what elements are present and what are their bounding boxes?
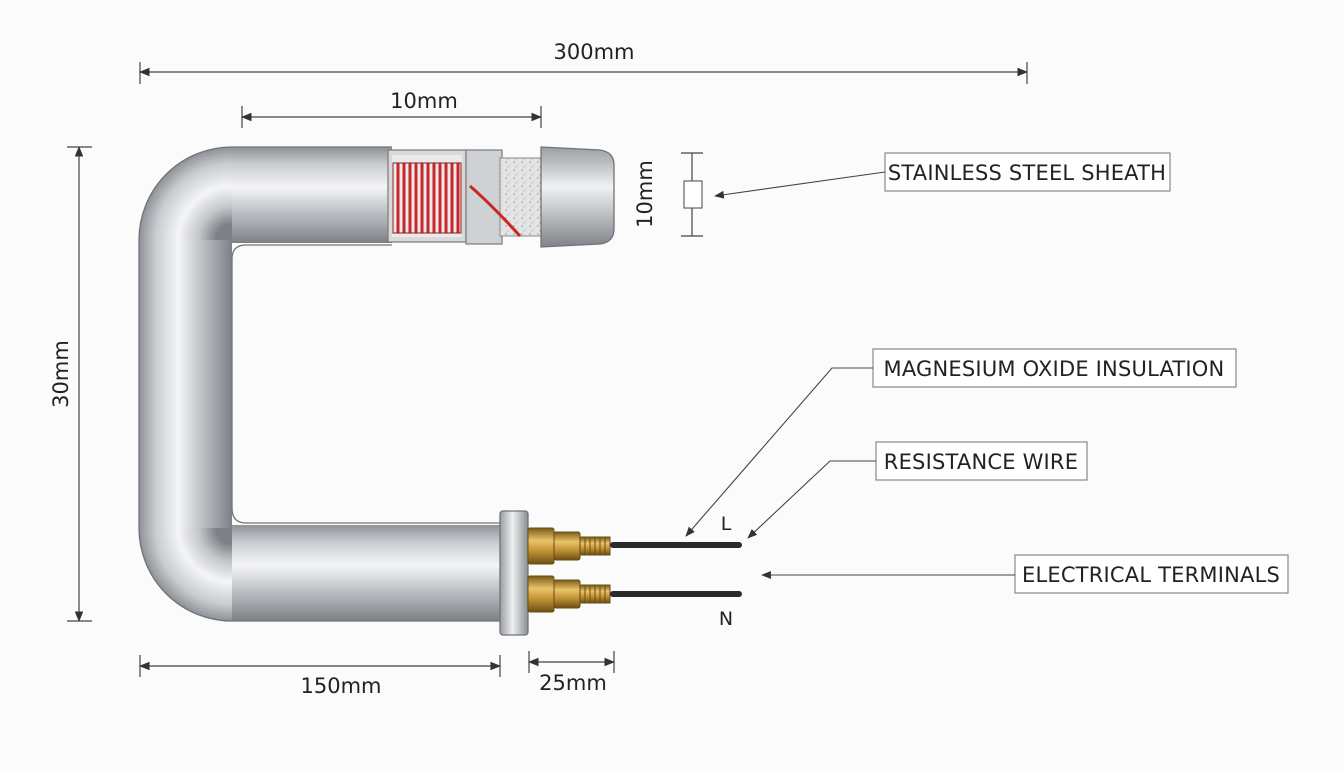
bottom-tube: [232, 525, 504, 621]
inner-gap: [232, 246, 400, 522]
diameter-label: 10mm: [633, 160, 657, 228]
callout-wire: RESISTANCE WIRE: [747, 441, 1088, 539]
callout-sheath: STAINLESS STEEL SHEATH: [714, 152, 1171, 199]
terminals-callout-box: [1014, 554, 1289, 594]
sheath-callout-box: [884, 152, 1171, 192]
dimension-flange: 25mm: [527, 651, 616, 695]
live-terminal-label: L: [721, 513, 732, 535]
wire-callout-label: RESISTANCE WIRE: [884, 450, 1078, 474]
top-bend: [139, 147, 232, 240]
dimension-overall-length: 300mm: [138, 40, 1029, 84]
callout-terminals: ELECTRICAL TERMINALS: [761, 554, 1289, 594]
neutral-terminal-label: N: [719, 608, 733, 630]
end-cap: [540, 146, 615, 248]
wire-leader-line: [747, 460, 876, 539]
callout-insulation: MAGNESIUM OXIDE INSULATION: [685, 348, 1237, 537]
terminal-neutral: [527, 575, 742, 613]
dimension-bottom-leg: 150mm: [138, 655, 502, 698]
terminal-live: [527, 527, 742, 565]
heating-element: [138, 146, 504, 622]
mounting-flange: [499, 510, 529, 636]
dimension-height: 30mm: [49, 145, 92, 623]
insulation-callout-label: MAGNESIUM OXIDE INSULATION: [884, 357, 1225, 381]
resistance-coil: [396, 163, 460, 233]
cutaway-length-label: 10mm: [390, 89, 458, 113]
vertical-tube: [139, 240, 232, 528]
bottom-leg-label: 150mm: [301, 674, 382, 698]
terminal-assembly: L N: [499, 510, 742, 636]
top-tube: [232, 147, 392, 243]
height-label: 30mm: [49, 340, 73, 408]
dimension-cutaway-length: 10mm: [240, 89, 543, 128]
neutral-lead-wire: [610, 591, 742, 597]
flange-label: 25mm: [539, 671, 607, 695]
bottom-bend: [139, 528, 232, 621]
cutaway-section: [387, 146, 615, 248]
diameter-indicator: [683, 180, 703, 209]
insulation-callout-box: [872, 348, 1237, 388]
live-lead-wire: [610, 542, 742, 548]
insulation-leader-line: [685, 367, 873, 537]
overall-length-label: 300mm: [554, 40, 635, 64]
dimension-diameter: 10mm: [633, 152, 703, 237]
sheath-leader-line: [714, 171, 886, 199]
sheath-callout-label: STAINLESS STEEL SHEATH: [888, 161, 1166, 185]
terminals-callout-label: ELECTRICAL TERMINALS: [1022, 563, 1280, 587]
wire-callout-box: [875, 441, 1088, 481]
mgo-insulation: [499, 157, 543, 237]
